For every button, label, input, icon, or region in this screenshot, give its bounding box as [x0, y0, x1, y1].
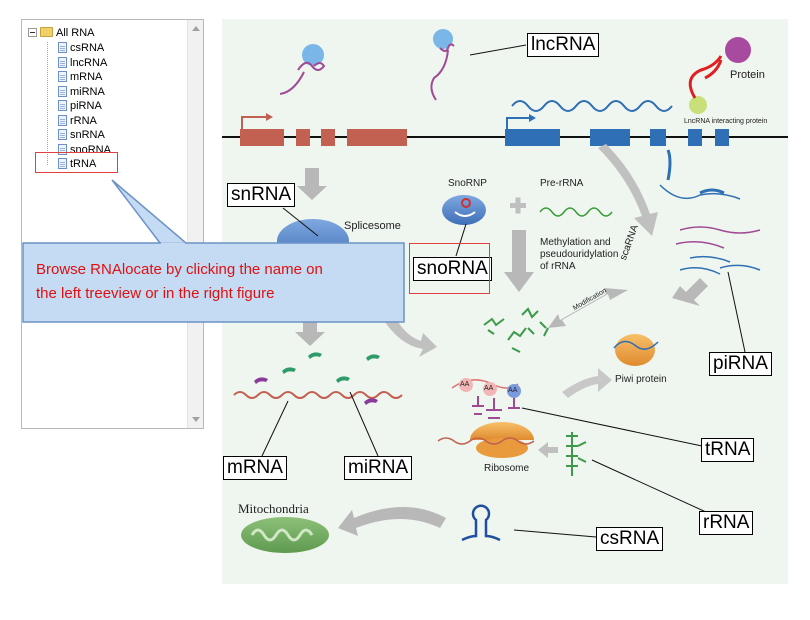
trna-icons — [472, 396, 520, 419]
mirna-icons — [282, 352, 380, 383]
document-icon — [58, 129, 67, 140]
tree-item-csrna[interactable]: csRNA — [58, 42, 104, 55]
text-aa-2: AA — [484, 385, 494, 392]
tree-item-mirna[interactable]: miRNA — [58, 85, 105, 99]
callout-line-1: Browse RNAlocate by clicking the name on — [36, 261, 323, 278]
text-aa-3: AA — [508, 387, 518, 394]
label-csrna[interactable]: csRNA — [596, 527, 664, 551]
rrna-stack-icon — [566, 432, 587, 476]
text-lncrna-interacting-protein: LncRNA interacting protein — [684, 118, 768, 125]
label-rrna[interactable]: rRNA — [699, 511, 754, 535]
snornp-icon — [442, 195, 486, 225]
gene-right — [505, 129, 729, 146]
ribosome-icon — [470, 422, 534, 440]
document-icon — [58, 71, 67, 82]
csrna-hairpin-icon — [461, 504, 501, 542]
text-protein: Protein — [730, 69, 765, 81]
gene-left — [240, 129, 407, 146]
document-icon — [58, 42, 67, 53]
tree-root-all-rna[interactable]: All RNA — [28, 27, 95, 40]
document-icon — [58, 158, 67, 169]
text-mitochondria: Mitochondria — [238, 501, 309, 516]
mrna-strand — [233, 391, 403, 399]
text-pseudouridylation: pseudouridylation — [540, 249, 619, 260]
trna-highlight-box — [35, 152, 118, 173]
text-of-rrna: of rRNA — [540, 261, 576, 272]
callout-line-2: the left treeview or in the right figure — [36, 285, 275, 302]
label-snorna[interactable]: snoRNA — [413, 257, 492, 281]
text-pre-rrna: Pre-rRNA — [540, 178, 584, 189]
text-spliceosome: Splicesome — [344, 220, 401, 232]
collapse-icon[interactable] — [28, 28, 37, 37]
document-icon — [58, 143, 67, 155]
document-icon — [58, 100, 67, 111]
label-lncrna[interactable]: lncRNA — [527, 33, 600, 57]
document-icon — [58, 56, 67, 68]
label-pirna[interactable]: piRNA — [709, 352, 772, 376]
text-methylation: Methylation and — [540, 237, 611, 248]
tree-item-rrna[interactable]: rRNA — [58, 114, 97, 128]
rrna-clusters — [483, 307, 549, 353]
label-mirna[interactable]: miRNA — [344, 456, 413, 480]
tree-item-pirna[interactable]: piRNA — [58, 100, 102, 113]
label-mrna[interactable]: mRNA — [223, 456, 287, 480]
tree-item-trna[interactable]: tRNA — [58, 158, 96, 171]
label-snrna[interactable]: snRNA — [227, 183, 296, 207]
text-snornp: SnoRNP — [448, 178, 487, 189]
label-trna[interactable]: tRNA — [701, 438, 755, 462]
text-aa-1: AA — [460, 381, 470, 388]
scroll-down-icon[interactable] — [192, 417, 200, 422]
tree-item-snrna[interactable]: snRNA — [58, 129, 105, 142]
tree-guide-line — [47, 42, 48, 165]
snorna-highlight-box — [409, 243, 490, 294]
text-ribosome: Ribosome — [484, 463, 530, 474]
tree-item-lncrna[interactable]: lncRNA — [58, 56, 107, 70]
folder-icon — [40, 27, 53, 37]
text-piwi-protein: Piwi protein — [615, 374, 667, 385]
rna-treeview[interactable]: All RNA csRNA lncRNA mRNA miRNA piRNA rR… — [21, 19, 204, 429]
tree-scrollbar[interactable] — [187, 20, 203, 428]
document-icon — [58, 114, 67, 126]
scroll-up-icon[interactable] — [192, 26, 200, 31]
document-icon — [58, 85, 67, 97]
mitochondria-icon — [241, 517, 329, 553]
tree-item-mrna[interactable]: mRNA — [58, 71, 102, 84]
piwi-protein-icon — [615, 334, 655, 366]
callout-text: Browse RNAlocate by clicking the name on… — [36, 258, 396, 306]
